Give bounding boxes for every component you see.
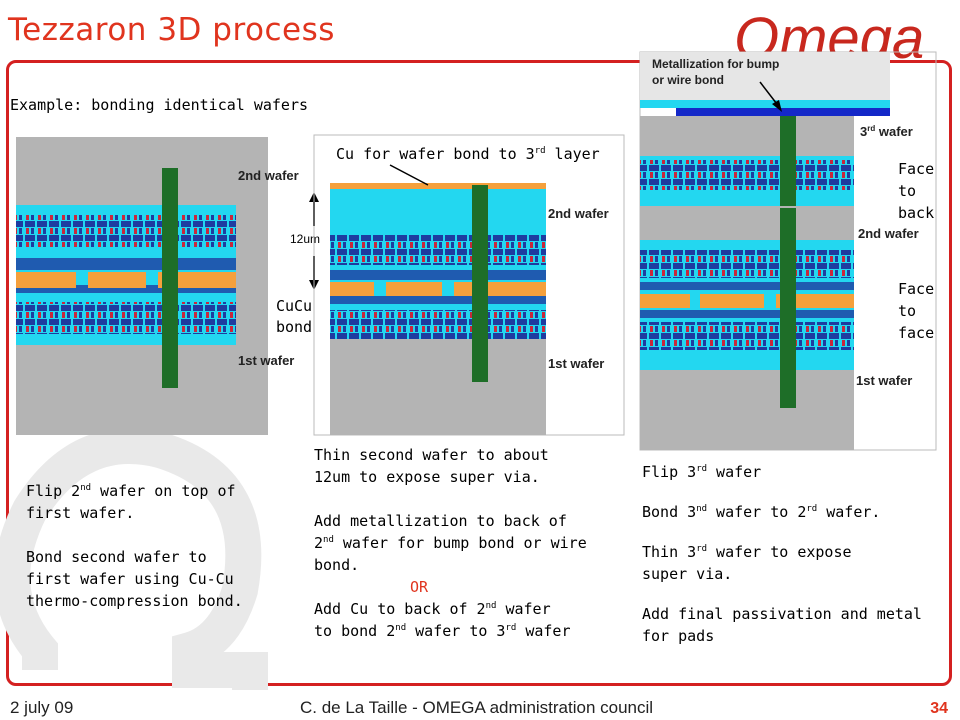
slide-title: Tezzaron 3D process [8,12,335,48]
footer-date: 2 july 09 [10,698,74,717]
panel2-callout: Cu for wafer bond to 3rd layer [336,145,600,163]
footer-author: C. de La Taille - OMEGA administration c… [300,698,654,717]
content-frame [6,60,952,686]
panel2-wafer1-label: 1st wafer [548,356,604,371]
or-label: OR [410,578,429,596]
cucu-bond-label: CuCu bond [275,297,313,336]
caption-col1: Flip 2nd wafer on top of first wafer. Bo… [26,482,243,610]
panel1-wafer1-label: 1st wafer [238,353,294,368]
panel1-wafer2-label: 2nd wafer [238,168,299,183]
metallization-label-1: Metallization for bump [652,57,779,71]
panel3-stack [639,51,937,451]
thickness-label: 12um [290,232,320,246]
face-to-back-label: Face to back [898,160,935,222]
page-number: 34 [930,700,948,717]
process-diagram: 2nd wafer 1st wafer 12um 2nd wafer 1st w… [16,51,937,451]
panel2-stack [313,134,625,436]
panel1-stack [16,137,268,435]
omega-watermark [0,428,268,690]
panel3-wafer1-label: 1st wafer [856,373,912,388]
caption-col2: Thin second wafer to about 12um to expos… [314,446,587,640]
caption-col3: Flip 3rd wafer Bond 3nd wafer to 2rd waf… [642,463,922,645]
panel3-wafer2-label: 2nd wafer [858,226,919,241]
panel2-wafer2-label: 2nd wafer [548,206,609,221]
face-to-face-label: Face to face [898,280,935,342]
panel3-wafer3-label: 3rd wafer [860,124,913,139]
metallization-label-2: or wire bond [652,73,724,87]
example-label: Example: bonding identical wafers [10,96,309,114]
